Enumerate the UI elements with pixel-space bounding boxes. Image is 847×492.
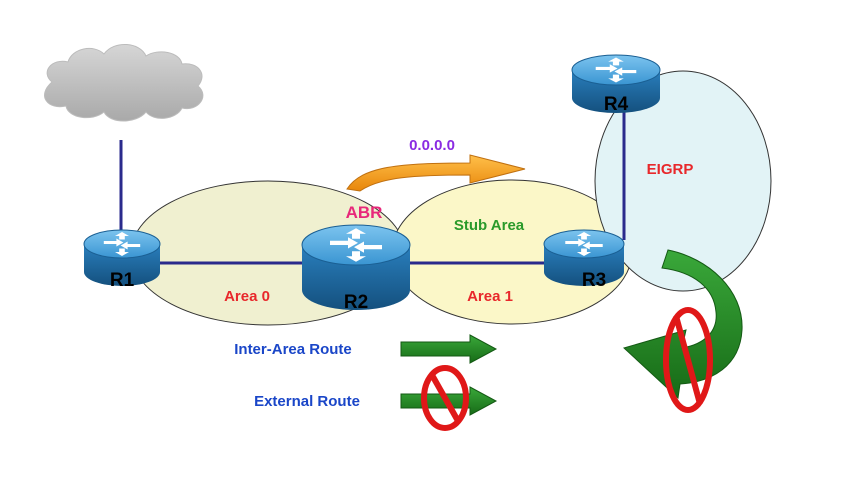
cloud-icon xyxy=(44,44,204,122)
router-r2-label: R2 xyxy=(344,292,368,313)
abr-label: ABR xyxy=(346,203,383,222)
eigrp-region xyxy=(594,70,772,292)
legend-inter-area-label: Inter-Area Route xyxy=(234,341,352,358)
router-r2[interactable]: R2 xyxy=(301,224,411,313)
router-r4-label: R4 xyxy=(604,94,629,115)
area1-label: Area 1 xyxy=(467,288,513,305)
default-route-label: 0.0.0.0 xyxy=(409,137,455,154)
area0-label: Area 0 xyxy=(224,288,270,305)
router-r3[interactable]: R3 xyxy=(543,229,625,291)
default-route-arrow xyxy=(346,154,526,192)
prohibit-icon xyxy=(421,365,469,431)
router-r1[interactable]: R1 xyxy=(83,229,161,291)
router-r1-label: R1 xyxy=(110,270,135,291)
router-r3-label: R3 xyxy=(582,270,606,291)
prohibit-icon xyxy=(663,307,713,413)
eigrp-label: EIGRP xyxy=(647,161,694,178)
legend-external-label: External Route xyxy=(254,393,360,410)
stub-area-label: Stub Area xyxy=(454,217,525,234)
inter-area-route-arrow xyxy=(400,334,498,364)
router-r4[interactable]: R4 xyxy=(571,54,661,115)
